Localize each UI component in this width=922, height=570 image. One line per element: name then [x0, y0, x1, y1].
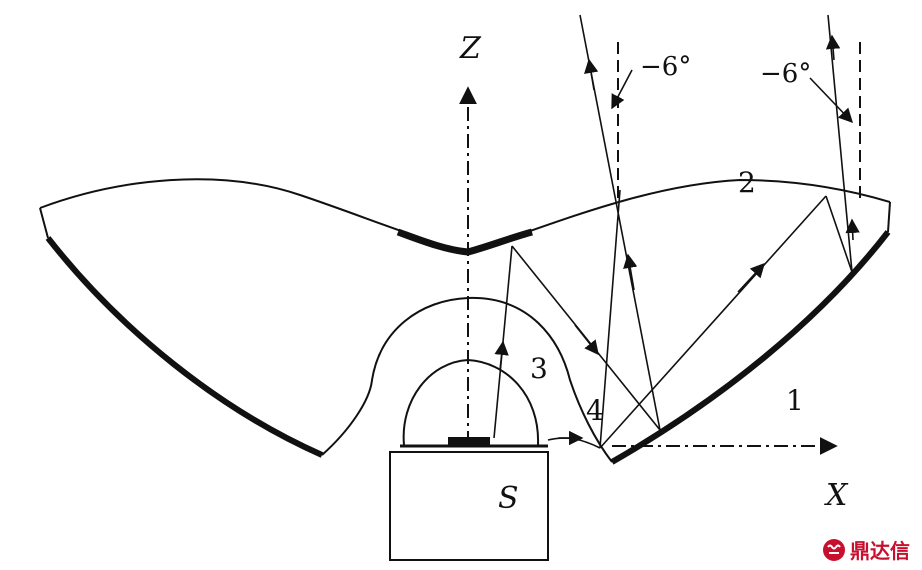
- ray-right-up: [827, 14, 853, 273]
- ray-mid-up-arrow2: [584, 58, 599, 91]
- angle-pointer-right: [809, 77, 853, 124]
- ray-right-reflect: [825, 195, 853, 273]
- angle-pointer-left: [611, 69, 633, 110]
- part-2-label: 2: [738, 166, 756, 199]
- part-1-label: 1: [786, 384, 804, 417]
- ray-right-diagonal-arrow: [737, 262, 765, 293]
- lens-outer-contour: [39, 178, 891, 254]
- watermark-icon: [823, 538, 845, 561]
- ray-right-up-arrow2: [825, 34, 841, 61]
- ray-mid-up-arrow1: [623, 253, 638, 291]
- ray-center-reflect-arrow: [574, 324, 599, 356]
- ray-side-curve: [547, 437, 601, 449]
- part-4-label: 4: [586, 394, 604, 427]
- lens-right-reflective-surface: [610, 230, 891, 465]
- ray-point4-up: [599, 189, 621, 449]
- angle-label-left: −6°: [640, 52, 691, 82]
- ray-right-diagonal: [599, 195, 827, 449]
- part-3-label: 3: [530, 352, 548, 385]
- inner-dome: [402, 358, 540, 446]
- watermark-logo: 鼎达信: [822, 535, 910, 564]
- ray-right-up-arrow1: [845, 218, 860, 241]
- x-axis-label: X: [824, 478, 849, 513]
- source-label: S: [498, 481, 519, 516]
- angle-label-right: −6°: [760, 59, 811, 89]
- ray-center-up-arrow: [494, 340, 509, 371]
- watermark-text: 鼎达信: [850, 539, 910, 563]
- source-box: [389, 451, 549, 561]
- z-axis-label: Z: [459, 31, 482, 66]
- lens-left-wing-outline: [39, 207, 49, 239]
- lens-right-edge: [887, 201, 891, 233]
- lens-left-reflective-surface: [45, 236, 324, 458]
